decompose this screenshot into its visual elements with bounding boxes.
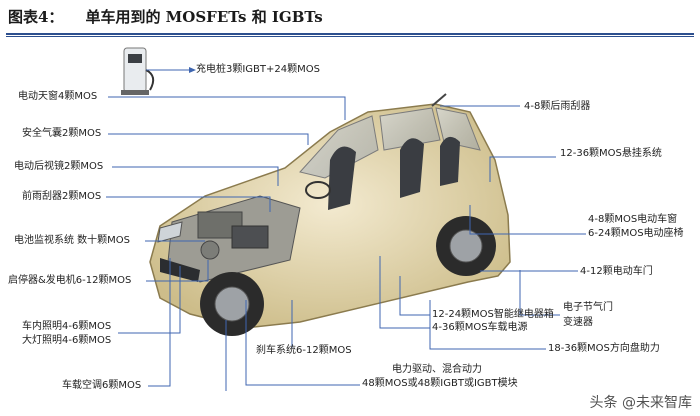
leader-arrows [189,67,196,73]
label-rear-wiper: 4-8颗后雨刮器 [524,101,591,112]
title-rule-thin [6,36,694,37]
label-suspension: 12-36颗MOS悬挂系统 [560,148,662,159]
label-charger: 充电桩3颗IGBT+24颗MOS [196,64,320,75]
label-front-wiper: 前雨刮器2颗MOS [22,191,102,202]
label-steering: 18-36颗MOS方向盘助力 [548,343,660,354]
leader-lines [106,69,586,391]
label-throttle: 电子节气门 [563,302,613,313]
figure-number: 图表4： [8,8,64,26]
figure-title: 图表4： 单车用到的 MOSFETs 和 IGBTs [8,6,323,27]
label-window: 4-8颗MOS电动车窗 [588,214,678,225]
label-battery-monitor: 电池监视系统 数十颗MOS [14,235,131,246]
figure-caption: 单车用到的 MOSFETs 和 IGBTs [85,8,323,26]
title-rule [6,33,694,35]
label-relay-box: 12-24颗MOS智能继电器箱 [432,309,554,320]
label-starter: 启停器&发电机6-12颗MOS [8,275,132,286]
label-sunroof: 电动天窗4颗MOS [18,91,98,102]
car-body [149,93,511,336]
label-powertrain-line2: 48颗MOS或48颗IGBT或IGBT模块 [362,378,518,389]
label-airbag: 安全气囊2颗MOS [22,128,102,139]
watermark: 头条 @未来智库 [589,395,692,411]
label-powertrain-line1: 电力驱动、混合动力 [392,364,482,375]
label-interior-light: 车内照明4-6颗MOS [22,321,112,332]
charging-station [121,47,155,95]
label-transmission: 变速器 [563,317,593,328]
label-headlight: 大灯照明4-6颗MOS [22,335,112,346]
label-brake: 刹车系统6-12颗MOS [256,345,352,356]
label-seat: 6-24颗MOS电动座椅 [588,228,684,239]
label-ac: 车载空调6颗MOS [62,380,142,391]
label-power-supply: 4-36颗MOS车载电源 [432,322,528,333]
label-mirror: 电动后视镜2颗MOS [14,161,104,172]
label-door: 4-12颗电动车门 [580,266,653,277]
